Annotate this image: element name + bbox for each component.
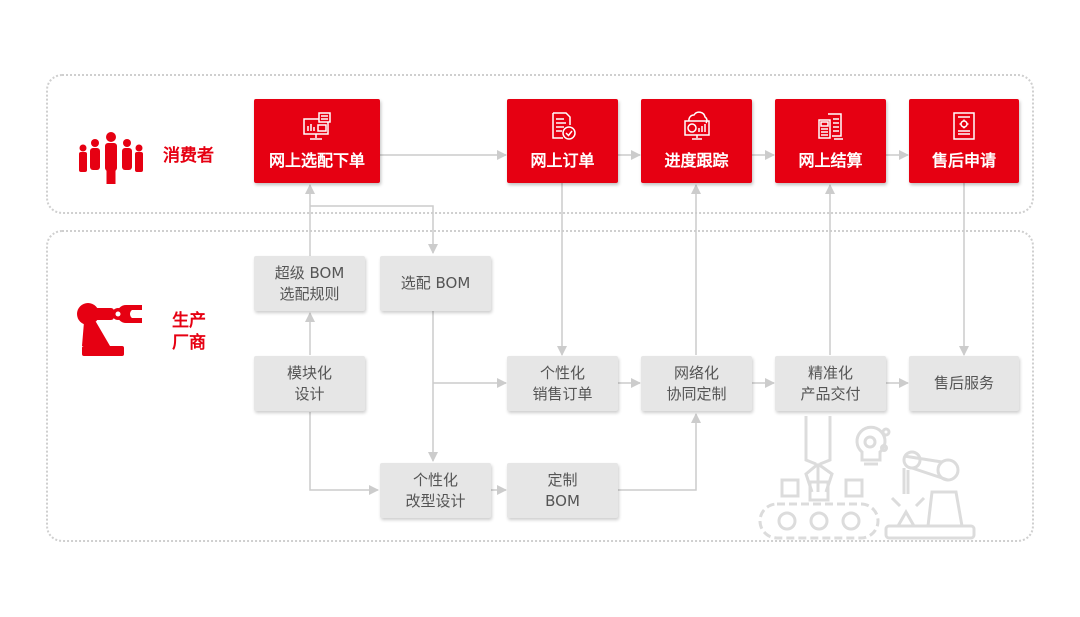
step-label: 售后申请 xyxy=(931,151,996,170)
manufacturer-label-line2: 厂商 xyxy=(172,333,206,353)
step-progress-tracking[interactable]: 进度跟踪 xyxy=(641,99,752,183)
step-label: 网上结算 xyxy=(798,151,863,170)
consumer-label: 消费者 xyxy=(163,146,214,166)
people-group-icon xyxy=(79,132,143,184)
manufacturer-label: 生产 厂商 xyxy=(172,310,206,354)
monitor-chart-icon xyxy=(303,112,331,140)
node-config-bom[interactable]: 选配 BOM xyxy=(380,256,491,311)
arrow-modular-to-redesign xyxy=(309,412,379,495)
arrow-to-config-bom xyxy=(310,205,438,254)
node-modular-design[interactable]: 模块化 设计 xyxy=(254,356,365,411)
node-personalized-sales-order[interactable]: 个性化 销售订单 xyxy=(507,356,618,411)
consumer-panel xyxy=(46,74,1034,214)
step-label: 网上订单 xyxy=(530,151,595,170)
calculator-invoice-icon xyxy=(817,113,843,140)
node-personalized-redesign[interactable]: 个性化 改型设计 xyxy=(380,463,491,518)
step-online-order[interactable]: 网上订单 xyxy=(507,99,618,183)
manufacturer-panel xyxy=(46,230,1034,542)
node-aftersale-service[interactable]: 售后服务 xyxy=(909,356,1019,411)
node-precise-delivery[interactable]: 精准化 产品交付 xyxy=(775,356,886,411)
step-label: 网上选配下单 xyxy=(268,151,365,170)
step-online-settlement[interactable]: 网上结算 xyxy=(775,99,886,183)
cloud-monitor-icon xyxy=(683,111,710,140)
step-label: 进度跟踪 xyxy=(664,151,729,170)
document-bulb-icon xyxy=(953,112,975,140)
factory-conveyor-robot-illustration xyxy=(758,416,976,540)
step-online-config-order[interactable]: 网上选配下单 xyxy=(254,99,380,183)
step-aftersale-request[interactable]: 售后申请 xyxy=(909,99,1019,183)
document-check-icon xyxy=(551,112,576,140)
robot-arm-icon xyxy=(77,303,142,356)
node-super-bom-rules[interactable]: 超级 BOM 选配规则 xyxy=(254,256,365,311)
arrow-custom-bom-to-network xyxy=(618,413,701,491)
node-networked-custom[interactable]: 网络化 协同定制 xyxy=(641,356,752,411)
node-custom-bom[interactable]: 定制 BOM xyxy=(507,463,618,518)
manufacturer-label-line1: 生产 xyxy=(172,311,206,331)
